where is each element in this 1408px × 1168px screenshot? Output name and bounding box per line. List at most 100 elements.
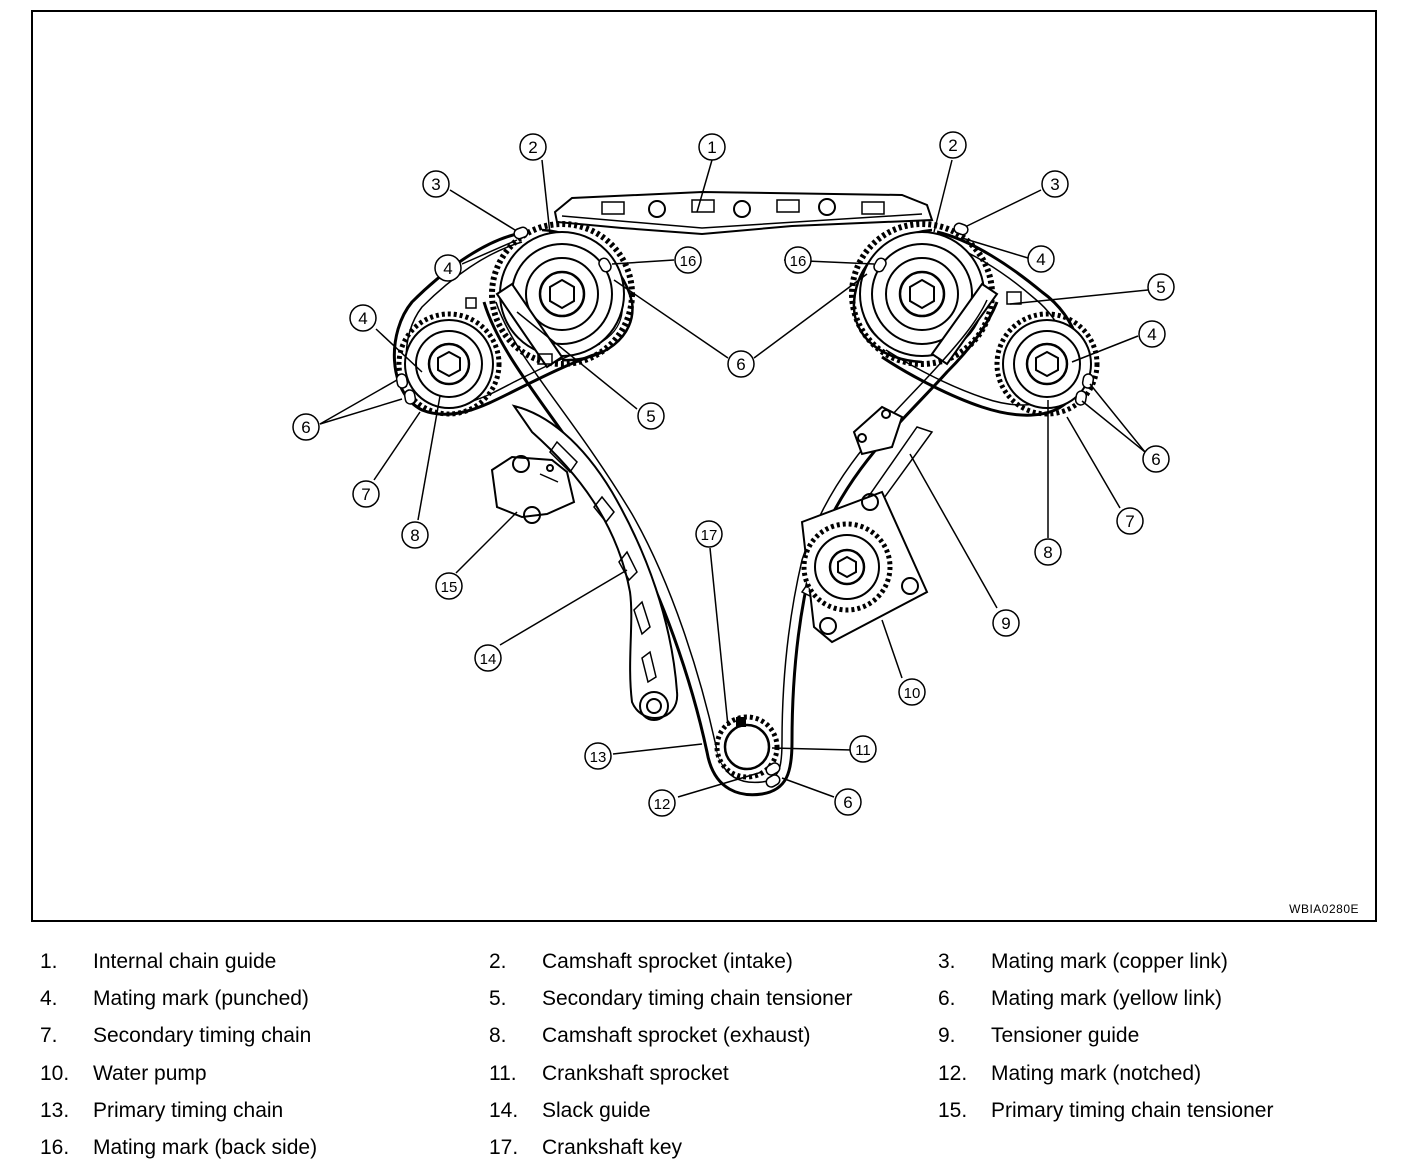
callout-number: 6: [1151, 450, 1160, 469]
callout-6: 6: [1142, 445, 1170, 473]
callout-number: 10: [904, 685, 921, 702]
left-exhaust-camshaft-sprocket: [396, 311, 502, 417]
callout-7: 7: [1116, 507, 1144, 535]
legend-item-number: 4.: [40, 987, 58, 1010]
callout-number: 11: [855, 742, 871, 759]
callout-number: 7: [361, 485, 370, 504]
callout-number: 1: [707, 138, 716, 157]
figure-code: WBIA0280E: [1289, 902, 1359, 916]
callout-number: 5: [646, 407, 655, 426]
right-secondary-tensioner: [930, 282, 1022, 366]
legend-item-text: Slack guide: [542, 1099, 651, 1122]
legend-item-text: Secondary timing chain tensioner: [542, 987, 853, 1010]
callout-6: 6: [727, 350, 755, 378]
callout-12: 12: [648, 789, 676, 817]
legend-item-text: Crankshaft sprocket: [542, 1062, 729, 1085]
legend-item-text: Secondary timing chain: [93, 1024, 312, 1047]
callout-number: 6: [843, 793, 852, 812]
callout-1: 1: [698, 133, 726, 161]
legend-item-number: 1.: [40, 950, 58, 973]
callout-4: 4: [1138, 320, 1166, 348]
legend-item-text: Mating mark (back side): [93, 1136, 318, 1159]
callout-number: 13: [590, 749, 607, 766]
callout-number: 17: [701, 527, 718, 544]
legend-item-text: Primary timing chain: [93, 1099, 284, 1122]
callout-14: 14: [474, 644, 502, 672]
legend-item-number: 16.: [40, 1136, 70, 1159]
callout-8: 8: [401, 521, 429, 549]
callout-6: 6: [292, 413, 320, 441]
legend-item-number: 12.: [938, 1062, 968, 1085]
legend-item-number: 11.: [489, 1062, 517, 1085]
callout-number: 8: [410, 526, 419, 545]
legend-item-number: 13.: [40, 1099, 70, 1122]
legend-item-number: 10.: [40, 1062, 70, 1085]
legend-item-number: 9.: [938, 1024, 956, 1047]
callout-number: 4: [1036, 250, 1045, 269]
callout-number: 6: [736, 355, 745, 374]
callout-number: 14: [480, 651, 497, 668]
legend-item-text: Camshaft sprocket (exhaust): [542, 1024, 811, 1047]
callout-2: 2: [519, 133, 547, 161]
legend-item-text: Mating mark (copper link): [991, 950, 1228, 973]
legend-item-text: Tensioner guide: [991, 1024, 1140, 1047]
legend-item-text: Internal chain guide: [93, 950, 277, 973]
legend-item-number: 15.: [938, 1099, 968, 1122]
callout-number: 16: [680, 253, 697, 270]
callout-11: 11: [849, 735, 877, 763]
legend-item-number: 3.: [938, 950, 956, 973]
callout-15: 15: [435, 572, 463, 600]
legend-item-text: Mating mark (yellow link): [991, 987, 1223, 1010]
callout-number: 16: [790, 253, 807, 270]
legend-item-number: 14.: [489, 1099, 519, 1122]
callout-number: 7: [1125, 512, 1134, 531]
callout-3: 3: [1041, 170, 1069, 198]
callout-3: 3: [422, 170, 450, 198]
callout-number: 5: [1156, 278, 1165, 297]
legend-item-number: 7.: [40, 1024, 58, 1047]
callout-6: 6: [834, 788, 862, 816]
legend-item-number: 8.: [489, 1024, 507, 1047]
left-secondary-tensioner: [465, 282, 564, 369]
callout-16: 16: [784, 246, 812, 274]
legend-item-text: Camshaft sprocket (intake): [542, 950, 793, 973]
callout-4: 4: [434, 254, 462, 282]
legend-item-number: 17.: [489, 1136, 519, 1159]
legend-item-text: Primary timing chain tensioner: [991, 1099, 1274, 1122]
callout-number: 2: [528, 138, 537, 157]
callout-5: 5: [637, 402, 665, 430]
callout-8: 8: [1034, 538, 1062, 566]
callout-number: 4: [1147, 325, 1156, 344]
callout-number: 3: [431, 175, 440, 194]
callout-number: 3: [1050, 175, 1059, 194]
callout-4: 4: [1027, 245, 1055, 273]
crankshaft-sprocket: [714, 714, 780, 780]
callout-number: 12: [654, 796, 671, 813]
legend-item-number: 5.: [489, 987, 507, 1010]
callout-9: 9: [992, 609, 1020, 637]
slack-guide: [511, 404, 679, 721]
callout-13: 13: [584, 742, 612, 770]
callout-number: 2: [948, 136, 957, 155]
callout-4: 4: [349, 304, 377, 332]
primary-chain-tensioner: [490, 455, 576, 524]
legend-item-text: Water pump: [93, 1062, 207, 1085]
internal-chain-guide: [553, 190, 934, 236]
leader-lines: [319, 159, 1149, 798]
callout-2: 2: [939, 131, 967, 159]
callout-16: 16: [674, 246, 702, 274]
callout-number: 15: [441, 579, 458, 596]
water-pump: [800, 490, 929, 644]
callout-number: 4: [443, 259, 452, 278]
legend-item-number: 2.: [489, 950, 507, 973]
right-exhaust-camshaft-sprocket: [994, 311, 1100, 417]
legend-item-text: Mating mark (notched): [991, 1062, 1202, 1085]
callout-5: 5: [1147, 273, 1175, 301]
callout-7: 7: [352, 480, 380, 508]
legend-item-text: Mating mark (punched): [93, 987, 309, 1010]
callout-number: 8: [1043, 543, 1052, 562]
callout-17: 17: [695, 520, 723, 548]
